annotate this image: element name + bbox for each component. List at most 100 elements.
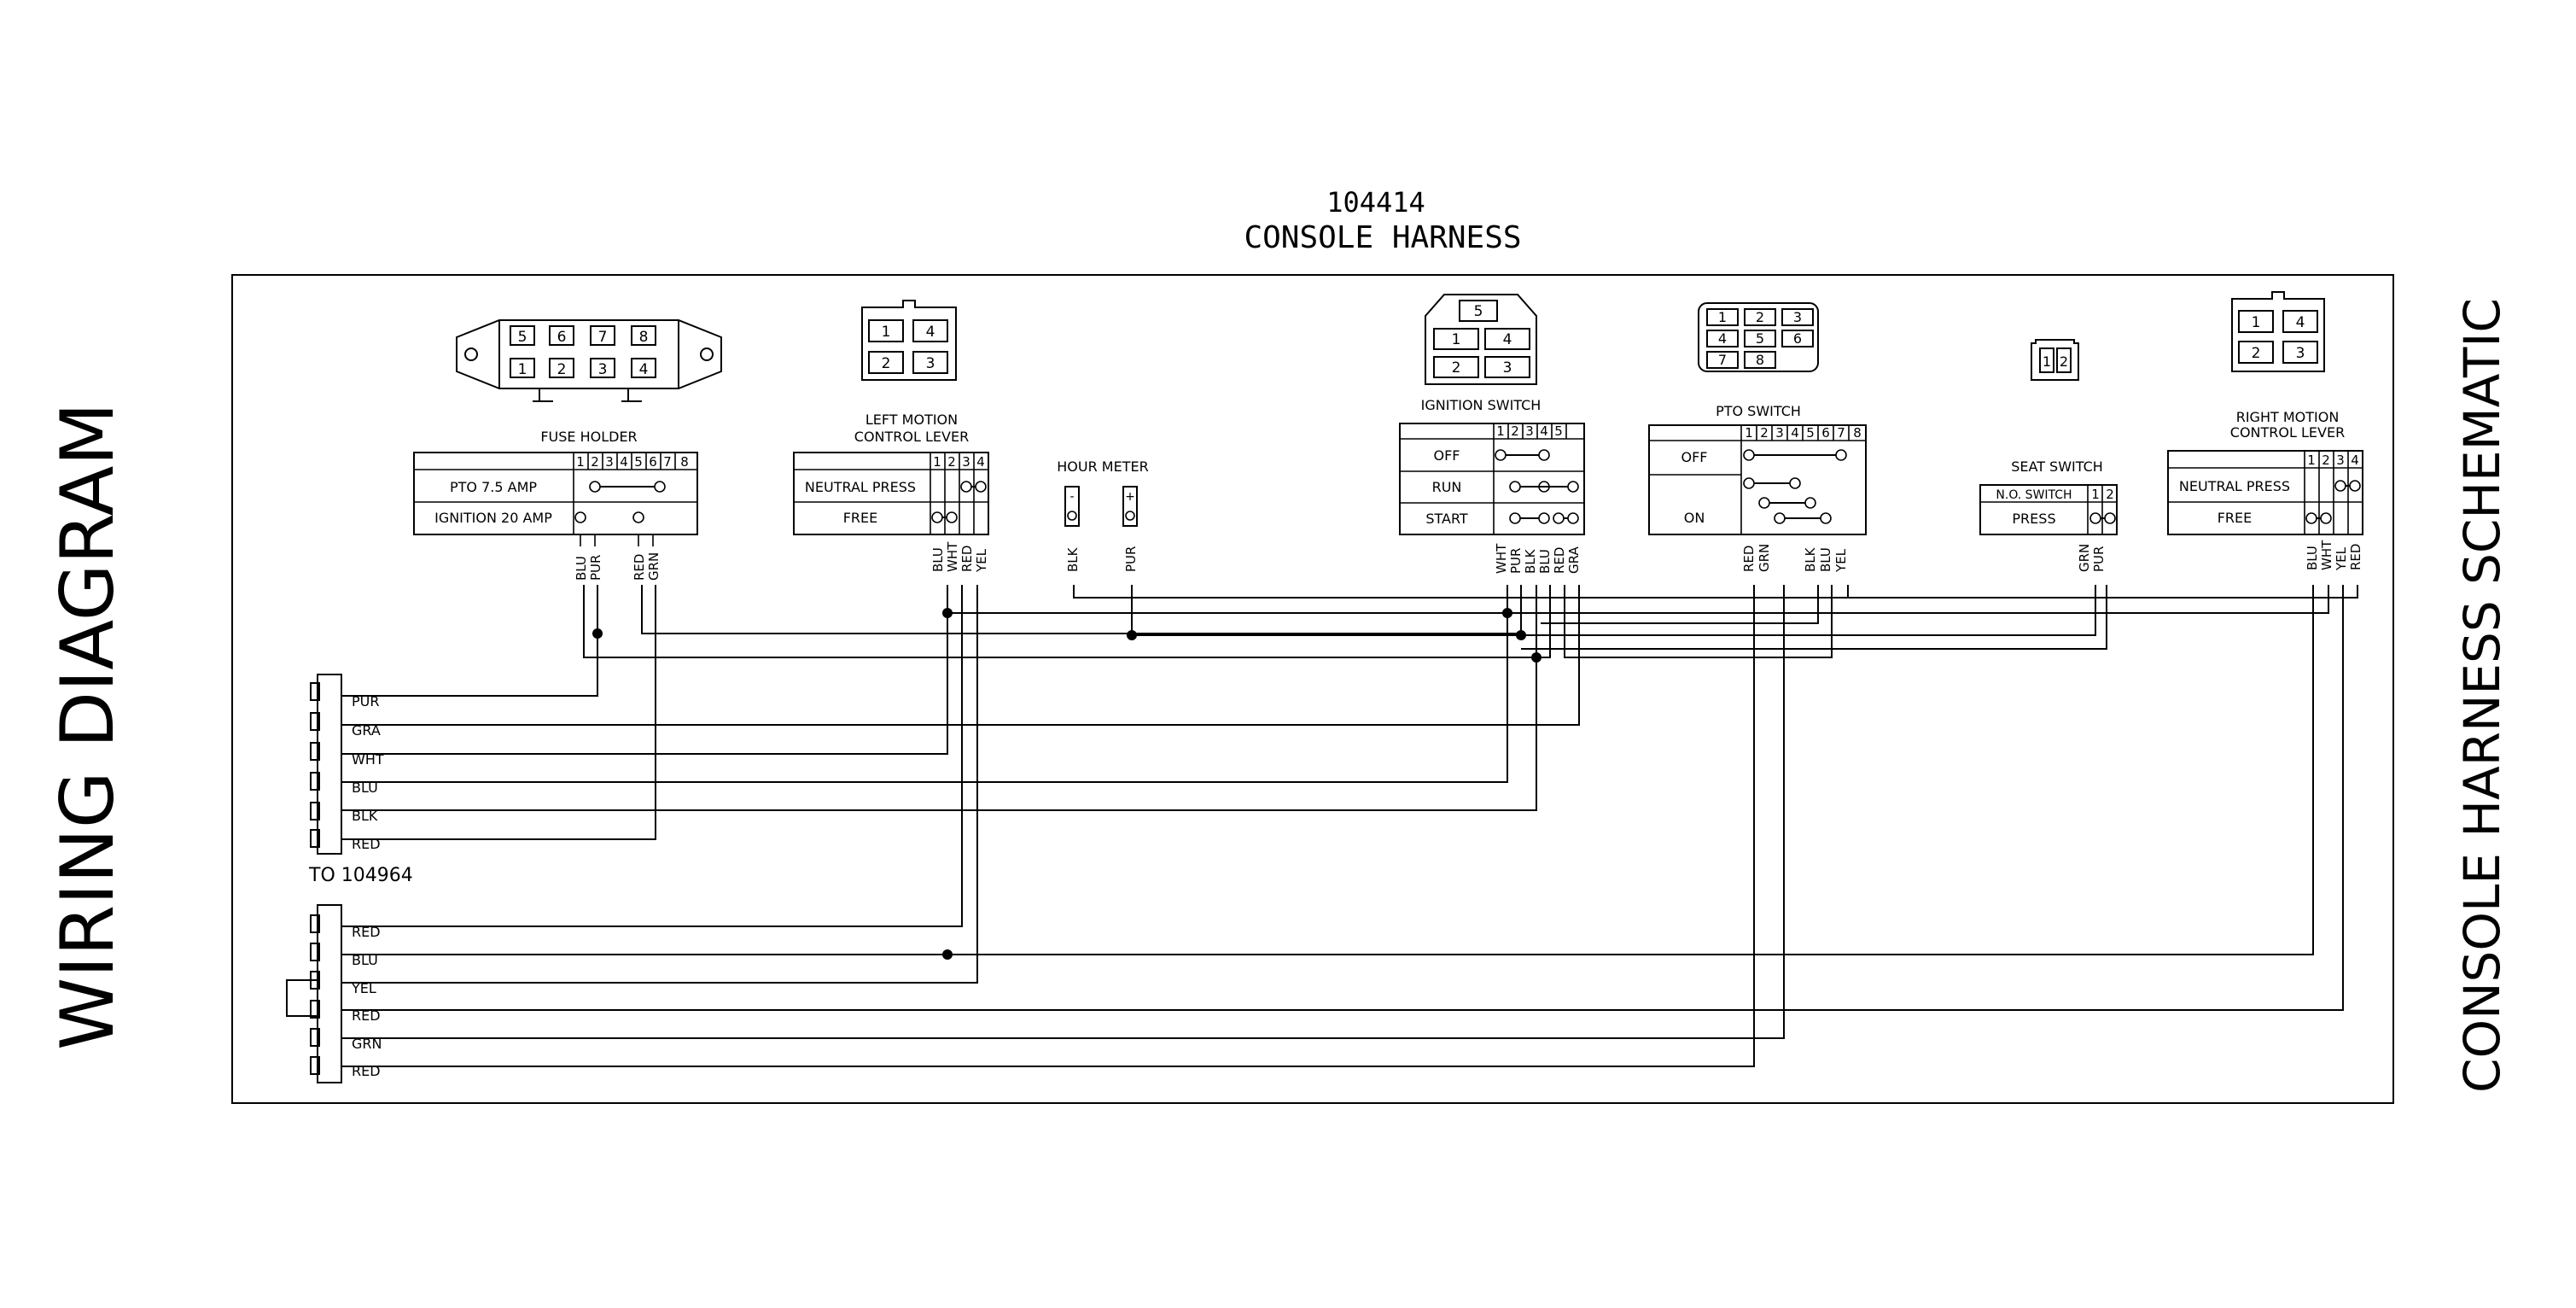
upper-harness-connector: PUR GRA WHT BLU BLK RED	[310, 674, 384, 855]
splice-dot	[1516, 630, 1526, 640]
upper-harness-wire: GRA	[352, 722, 381, 739]
fuse-plug-pin: 6	[557, 329, 567, 346]
ignition-wire-label: RED	[1552, 547, 1567, 574]
left-lever-pin: 4	[976, 454, 985, 470]
fuse-pin: 7	[663, 454, 672, 470]
right-lever-row-label: FREE	[2218, 510, 2253, 526]
pto-plug-pin: 2	[1756, 309, 1764, 325]
splice-dot	[1127, 630, 1137, 640]
seat-connector: 1 2	[2031, 339, 2079, 381]
right-lever-wire-label: WHT	[2319, 540, 2334, 570]
pto-plug-pin: 1	[1718, 309, 1727, 325]
pto-connector: 1 2 3 4 5 6 7 8	[1698, 302, 1819, 372]
ignition-row-label: OFF	[1434, 447, 1460, 464]
pto-plug-pin: 6	[1793, 330, 1802, 347]
seat-wire-label: PUR	[2091, 546, 2107, 572]
fuse-plug-pin: 7	[598, 329, 608, 346]
fuse-pin: 4	[620, 454, 628, 470]
right-plug-pin: 4	[2296, 314, 2305, 331]
right-lever-table: RIGHT MOTION CONTROL LEVER 1 2 3 4 NEUTR…	[2167, 409, 2363, 571]
ignition-plug-pin: 5	[1474, 303, 1483, 320]
left-lever-pin: 1	[933, 454, 941, 470]
pto-plug-pin: 3	[1793, 309, 1802, 325]
fuse-pin: 2	[591, 454, 599, 470]
right-plug-pin: 2	[2252, 345, 2261, 362]
pto-plug-pin: 5	[1756, 330, 1764, 347]
splice-dot	[1502, 608, 1512, 618]
fuse-plug-pin: 3	[598, 361, 608, 378]
left-lever-title-1: LEFT MOTION	[865, 412, 958, 428]
fuse-wire-label: BLU	[574, 556, 589, 581]
fuse-row-label: IGNITION 20 AMP	[434, 510, 552, 526]
lower-harness-wire: RED	[352, 1007, 381, 1024]
ignition-pin: 1	[1496, 423, 1505, 439]
left-lever-wire-label: WHT	[945, 541, 960, 572]
schematic-title: CONSOLE HARNESS SCHEMATIC	[2453, 298, 2511, 1093]
hour-meter: HOUR METER - + BLK PUR	[1057, 458, 1148, 572]
left-lever-table: LEFT MOTION CONTROL LEVER 1 2 3 4 NEUTRA…	[793, 412, 989, 573]
right-lever-pin: 2	[2322, 453, 2330, 468]
fuse-wire-label: PUR	[588, 555, 603, 581]
fuse-pin: 5	[634, 454, 643, 470]
left-plug-pin: 4	[926, 324, 935, 341]
right-lever-title-1: RIGHT MOTION	[2236, 409, 2340, 425]
pto-plug-pin: 8	[1756, 352, 1764, 368]
hour-meter-terminal: -	[1069, 490, 1074, 504]
seat-pin: 1	[2091, 487, 2100, 502]
ignition-pin: 2	[1511, 423, 1519, 439]
right-lever-pin: 1	[2307, 453, 2316, 468]
right-lever-pin: 4	[2351, 453, 2359, 468]
ignition-plug-pin: 4	[1503, 331, 1512, 348]
ignition-connector: 5 1 4 2 3	[1425, 294, 1537, 385]
hour-meter-title: HOUR METER	[1057, 458, 1148, 475]
ignition-plug-pin: 3	[1503, 359, 1512, 377]
fuse-holder-connector: 5 6 7 8 1 2 3 4	[456, 319, 722, 402]
fuse-row-label: PTO 7.5 AMP	[450, 479, 537, 495]
hour-meter-terminal: +	[1125, 490, 1135, 504]
fuse-pin: 8	[680, 454, 689, 470]
ignition-wire-label: PUR	[1508, 548, 1524, 574]
schematic-border	[231, 274, 2394, 1104]
ignition-pin: 5	[1554, 423, 1563, 439]
right-lever-pin: 3	[2336, 453, 2345, 468]
lower-harness-wire: YEL	[351, 980, 376, 996]
seat-switch-header: N.O. SWITCH	[1996, 488, 2072, 502]
fuse-plug-pin: 1	[518, 361, 527, 378]
wire-routing	[341, 585, 2358, 1067]
pto-wire-label: BLU	[1818, 547, 1833, 572]
left-lever-wire-label: YEL	[974, 548, 989, 573]
left-lever-row-label: NEUTRAL PRESS	[805, 479, 916, 495]
left-lever-pin: 2	[947, 454, 956, 470]
left-lever-wire-label: BLU	[930, 547, 946, 572]
right-lever-connector: 1 4 2 3	[2231, 291, 2325, 372]
fuse-pin: 6	[649, 454, 657, 470]
seat-wire-label: GRN	[2077, 544, 2092, 572]
right-lever-row-label: NEUTRAL PRESS	[2179, 478, 2290, 494]
pto-pin: 1	[1745, 425, 1753, 441]
upper-harness-wire: BLU	[352, 780, 378, 796]
left-lever-connector: 1 4 2 3	[861, 300, 957, 381]
splice-dot	[942, 608, 953, 618]
fuse-plug-pin: 5	[518, 329, 527, 346]
lower-harness-wire: GRN	[352, 1036, 382, 1052]
fuse-holder-table: FUSE HOLDER 1 2 3 4 5 6 7 8 PTO 7.5 AMP …	[413, 429, 698, 581]
seat-plug-pin: 1	[2043, 353, 2051, 370]
ignition-pin: 3	[1525, 423, 1534, 439]
pto-pin: 7	[1837, 425, 1845, 441]
left-plug-pin: 2	[882, 355, 891, 372]
fuse-plug-pin: 8	[639, 329, 649, 346]
splice-dot	[942, 949, 953, 960]
ignition-wire-label: BLK	[1523, 548, 1538, 574]
fuse-pin: 3	[605, 454, 614, 470]
seat-switch-table: SEAT SWITCH N.O. SWITCH 1 2 PRESS GRN PU…	[1979, 458, 2118, 572]
pto-switch-table: PTO SWITCH 1 2 3 4 5 6 7 8 OFF ON RED	[1648, 403, 1867, 573]
fuse-wire-label: GRN	[646, 552, 661, 581]
right-lever-wire-label: RED	[2348, 544, 2363, 570]
harness-name: CONSOLE HARNESS	[1244, 220, 1521, 255]
ignition-wire-label: BLU	[1537, 549, 1553, 574]
seat-pin: 2	[2106, 487, 2114, 502]
seat-switch-title: SEAT SWITCH	[2011, 458, 2103, 475]
pto-pin: 2	[1760, 425, 1769, 441]
lower-harness-wire: RED	[352, 1063, 381, 1079]
